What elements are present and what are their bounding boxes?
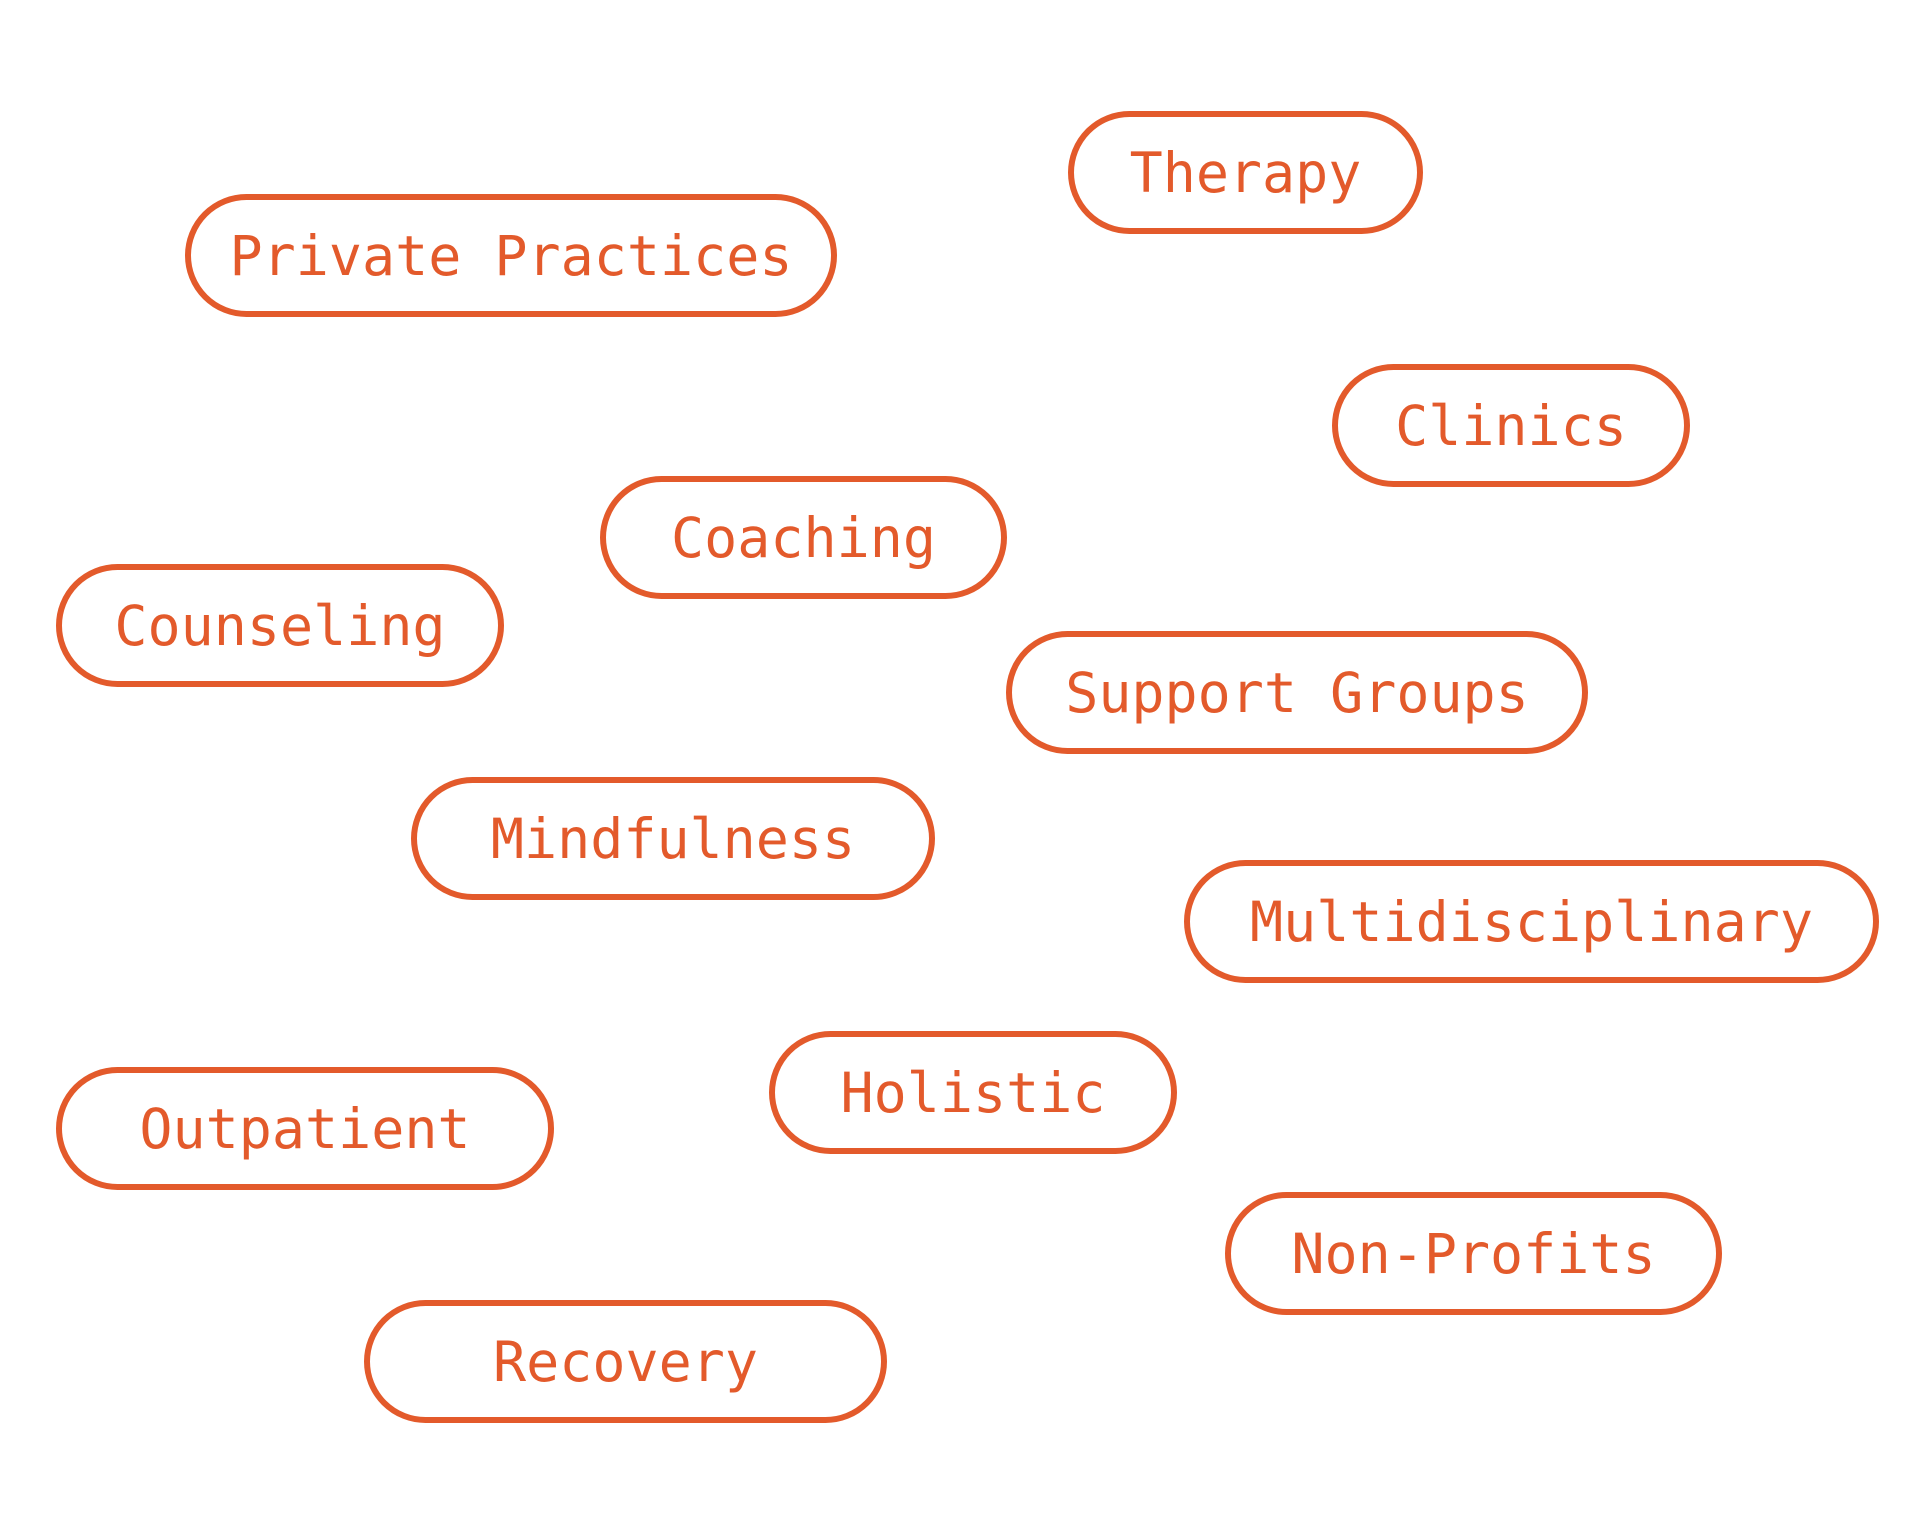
- tag-outpatient[interactable]: Outpatient: [56, 1067, 554, 1190]
- tag-label: Support Groups: [1065, 660, 1529, 725]
- tag-non-profits[interactable]: Non-Profits: [1225, 1192, 1722, 1315]
- tag-private-practices[interactable]: Private Practices: [185, 194, 837, 317]
- tag-counseling[interactable]: Counseling: [56, 564, 504, 687]
- tag-label: Clinics: [1395, 393, 1627, 458]
- tag-recovery[interactable]: Recovery: [364, 1300, 887, 1423]
- tag-holistic[interactable]: Holistic: [769, 1031, 1177, 1154]
- tag-label: Non-Profits: [1291, 1221, 1656, 1286]
- tag-label: Holistic: [840, 1060, 1106, 1125]
- tag-label: Outpatient: [139, 1096, 471, 1161]
- tag-therapy[interactable]: Therapy: [1068, 111, 1423, 234]
- tag-support-groups[interactable]: Support Groups: [1006, 631, 1588, 754]
- tag-label: Coaching: [671, 505, 936, 570]
- tag-label: Recovery: [493, 1329, 758, 1394]
- tag-coaching[interactable]: Coaching: [600, 476, 1007, 599]
- tag-label: Mindfulness: [490, 806, 856, 871]
- tag-label: Therapy: [1129, 140, 1362, 205]
- tag-clinics[interactable]: Clinics: [1332, 364, 1690, 487]
- tag-label: Multidisciplinary: [1250, 889, 1813, 954]
- tag-multidisciplinary[interactable]: Multidisciplinary: [1184, 860, 1879, 983]
- tag-label: Private Practices: [229, 223, 793, 288]
- tag-label: Counseling: [114, 593, 446, 658]
- tag-mindfulness[interactable]: Mindfulness: [411, 777, 935, 900]
